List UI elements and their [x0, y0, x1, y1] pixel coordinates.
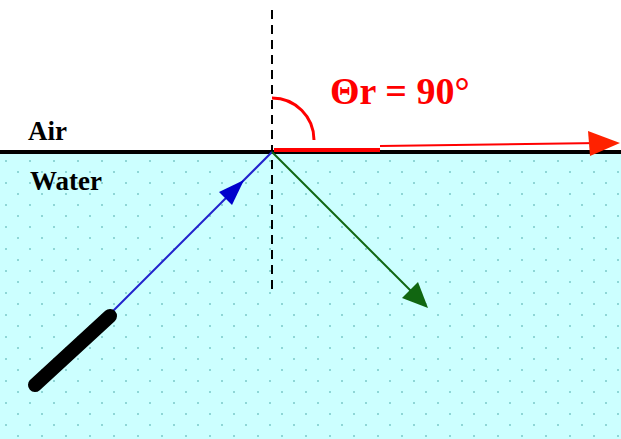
- reflected-arrowhead: [402, 282, 428, 308]
- water-region: [0, 152, 621, 439]
- refracted-arrowhead: [588, 131, 620, 156]
- laser-pointer: [35, 316, 110, 385]
- angle-label: Θr = 90°: [330, 72, 470, 110]
- incident-ray: [112, 152, 272, 312]
- medium-label: Air: [28, 118, 67, 145]
- refracted-ray: [274, 148, 380, 152]
- surface-line: [0, 150, 621, 154]
- reflected-ray: [272, 152, 414, 294]
- angle-arc: [272, 98, 314, 140]
- incident-arrowhead: [219, 180, 244, 205]
- medium-label: Water: [30, 168, 102, 195]
- refracted-ray: [380, 143, 600, 146]
- water-texture: [0, 152, 621, 439]
